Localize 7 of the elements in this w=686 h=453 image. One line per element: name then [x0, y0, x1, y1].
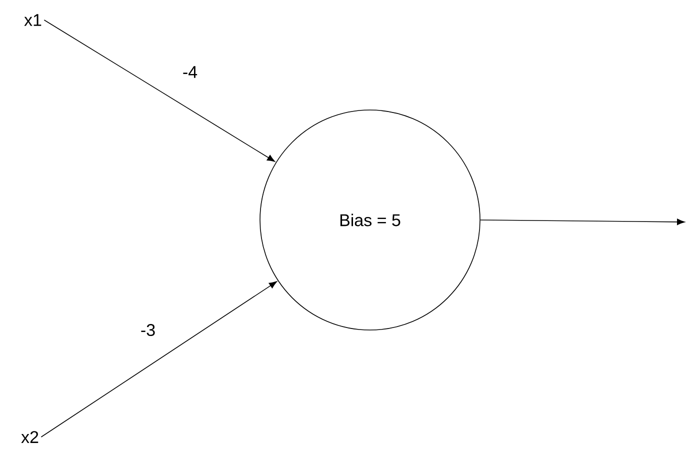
- arrow: [480, 218, 685, 226]
- edge-label: -3: [139, 322, 157, 338]
- input-label: x2: [21, 431, 38, 443]
- arrow: [44, 20, 275, 162]
- arrow: [40, 281, 277, 438]
- edge-label: -4: [181, 65, 199, 79]
- input-label: x1: [24, 14, 42, 26]
